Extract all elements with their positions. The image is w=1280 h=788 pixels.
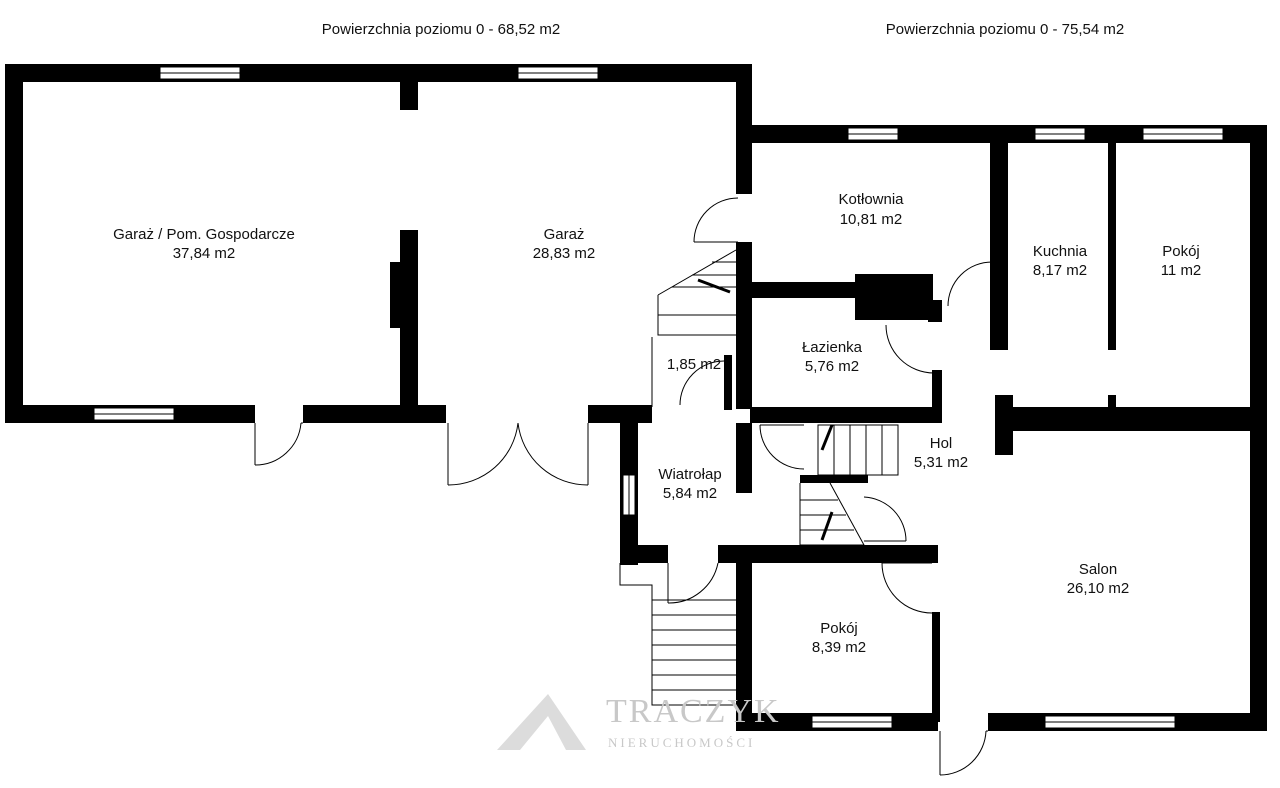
wall-stairs-mid xyxy=(800,475,868,483)
wall-chimney xyxy=(855,274,933,320)
room-pokoj-bottom-area: 8,39 m2 xyxy=(812,639,866,656)
wall-kuchnia-pokoj xyxy=(1108,125,1116,350)
wall-schowek-right xyxy=(724,355,732,410)
room-kotlownia-area: 10,81 m2 xyxy=(840,211,903,228)
room-garaz-area: 28,83 m2 xyxy=(533,245,596,262)
watermark-logo-icon xyxy=(497,694,586,750)
room-pokoj-bottom-name: Pokój xyxy=(820,620,858,637)
room-pokoj-top-area: 11 m2 xyxy=(1161,262,1202,279)
room-salon-area: 26,10 m2 xyxy=(1067,580,1130,597)
watermark-brand: TRACZYK xyxy=(606,693,781,730)
wall-salon-top xyxy=(995,407,1267,431)
wall-wiatrolap-bottom-b xyxy=(718,545,938,563)
wall-pokoj-right xyxy=(932,612,940,722)
wall-chimney-stub xyxy=(928,300,942,322)
wall-kuchnia-pokoj-stub xyxy=(1108,395,1116,415)
wall-kotlownia-bottom xyxy=(750,282,860,298)
wall-pokoj-left xyxy=(736,563,752,731)
room-kuchnia-area: 8,17 m2 xyxy=(1033,262,1087,279)
level-left-area-header: Powierzchnia poziomu 0 - 68,52 m2 xyxy=(322,21,560,38)
room-garaz-gosp-area: 37,84 m2 xyxy=(173,245,236,262)
room-garaz-name: Garaż xyxy=(544,226,585,243)
wall-garage-bottom-b xyxy=(303,405,446,423)
wall-garage-partition-bottom xyxy=(400,230,418,423)
wall-kotlownia-right xyxy=(990,125,1008,350)
room-labels: Garaż / Pom. Gospodarcze 37,84 m2 Garaż … xyxy=(113,191,1201,656)
wall-wiatrolap-right xyxy=(736,423,752,493)
room-lazienka-name: Łazienka xyxy=(802,339,863,356)
wall-garage-partition-top xyxy=(400,80,418,110)
room-pokoj-top-name: Pokój xyxy=(1162,243,1200,260)
windows xyxy=(93,66,1224,729)
wall-garage-left xyxy=(5,64,23,423)
room-lazienka-area: 5,76 m2 xyxy=(805,358,859,375)
watermark: TRACZYK NIERUCHOMOŚCI xyxy=(497,693,781,750)
stairs xyxy=(619,249,899,706)
wall-lazienka-right xyxy=(932,370,942,423)
wall-wiatrolap-bottom-a xyxy=(620,545,668,563)
room-hol-area: 5,31 m2 xyxy=(914,454,968,471)
doors xyxy=(254,197,993,776)
wall-garage-top xyxy=(5,64,752,82)
walls xyxy=(5,64,1267,731)
room-kotlownia-name: Kotłownia xyxy=(838,191,904,208)
room-schowek-area: 1,85 m2 xyxy=(667,356,721,373)
level-right-area-header: Powierzchnia poziomu 0 - 75,54 m2 xyxy=(886,21,1124,38)
wall-garage-partition-pillar xyxy=(390,262,404,328)
wall-house-left-mid xyxy=(736,242,752,409)
wall-lazienka-bottom xyxy=(750,407,940,423)
room-wiatrolap-area: 5,84 m2 xyxy=(663,485,717,502)
room-kuchnia-name: Kuchnia xyxy=(1033,243,1088,260)
room-salon-name: Salon xyxy=(1079,561,1117,578)
room-wiatrolap-name: Wiatrołap xyxy=(658,466,721,483)
room-garaz-gosp-name: Garaż / Pom. Gospodarcze xyxy=(113,226,295,243)
room-hol-name: Hol xyxy=(930,435,953,452)
watermark-tagline: NIERUCHOMOŚCI xyxy=(608,735,755,750)
